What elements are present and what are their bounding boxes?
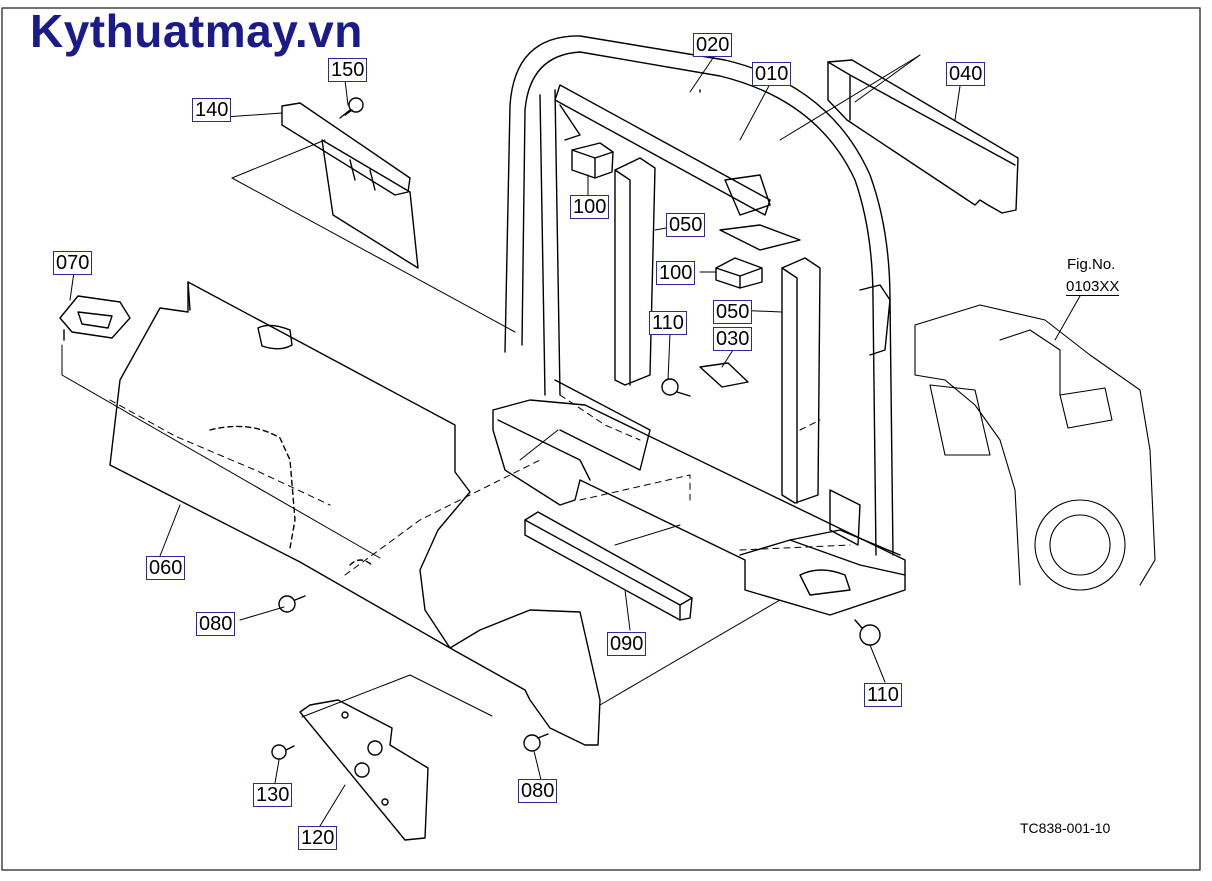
- hidden-lines: [110, 395, 850, 575]
- callout-140: 140: [192, 98, 232, 122]
- callout-060: 060: [146, 556, 186, 580]
- callout-040: 040: [946, 62, 986, 86]
- block-100-upper: [572, 143, 613, 178]
- callout-100-upper: 100: [570, 195, 610, 219]
- callout-050-lower: 050: [713, 300, 753, 324]
- callout-090: 090: [607, 632, 647, 656]
- plate-030: [700, 363, 748, 387]
- callout-070: 070: [53, 251, 93, 275]
- callout-150: 150: [328, 58, 368, 82]
- callout-110-upper: 110: [649, 311, 687, 335]
- leader-lines: [70, 55, 1080, 826]
- pad-050-right: [782, 258, 820, 503]
- callout-100-lower: 100: [656, 261, 696, 285]
- engine-reference: [915, 305, 1155, 590]
- clip-070: [60, 296, 130, 340]
- bar-090: [525, 512, 692, 620]
- callout-110-lower: 110: [864, 683, 902, 707]
- site-title: Kythuatmay.vn: [30, 5, 363, 57]
- callout-010: 010: [752, 62, 792, 86]
- bolt-080-bottom: [524, 734, 548, 751]
- bolt-110-left: [662, 379, 690, 396]
- callout-130: 130: [253, 783, 293, 807]
- callout-080-left: 080: [196, 612, 236, 636]
- callout-050-upper: 050: [666, 213, 706, 237]
- pad-040: [828, 60, 1018, 213]
- bolt-080-left: [279, 596, 305, 612]
- bolt-130: [272, 745, 294, 759]
- diagram-frame: [2, 8, 1200, 870]
- cover-060: [110, 282, 600, 745]
- base-frame: [493, 380, 905, 615]
- rops-frame-020: [505, 36, 893, 555]
- drawing-code: TC838-001-10: [1020, 820, 1111, 836]
- bracket-120: [300, 700, 428, 840]
- bolt-150: [340, 98, 363, 118]
- callout-030: 030: [713, 327, 753, 351]
- callout-080-bottom: 080: [518, 779, 558, 803]
- figure-ref-number: 0103XX: [1066, 278, 1120, 296]
- figure-ref-label: Fig.No.: [1067, 256, 1116, 273]
- block-100-lower: [716, 258, 762, 288]
- projection-lines: [62, 140, 780, 717]
- callout-020: 020: [693, 33, 733, 57]
- cross-bar-010: [555, 85, 800, 250]
- pad-050-left: [615, 158, 655, 385]
- bolt-110-right: [855, 620, 880, 645]
- plate-140: [282, 103, 418, 268]
- callout-120: 120: [298, 826, 338, 850]
